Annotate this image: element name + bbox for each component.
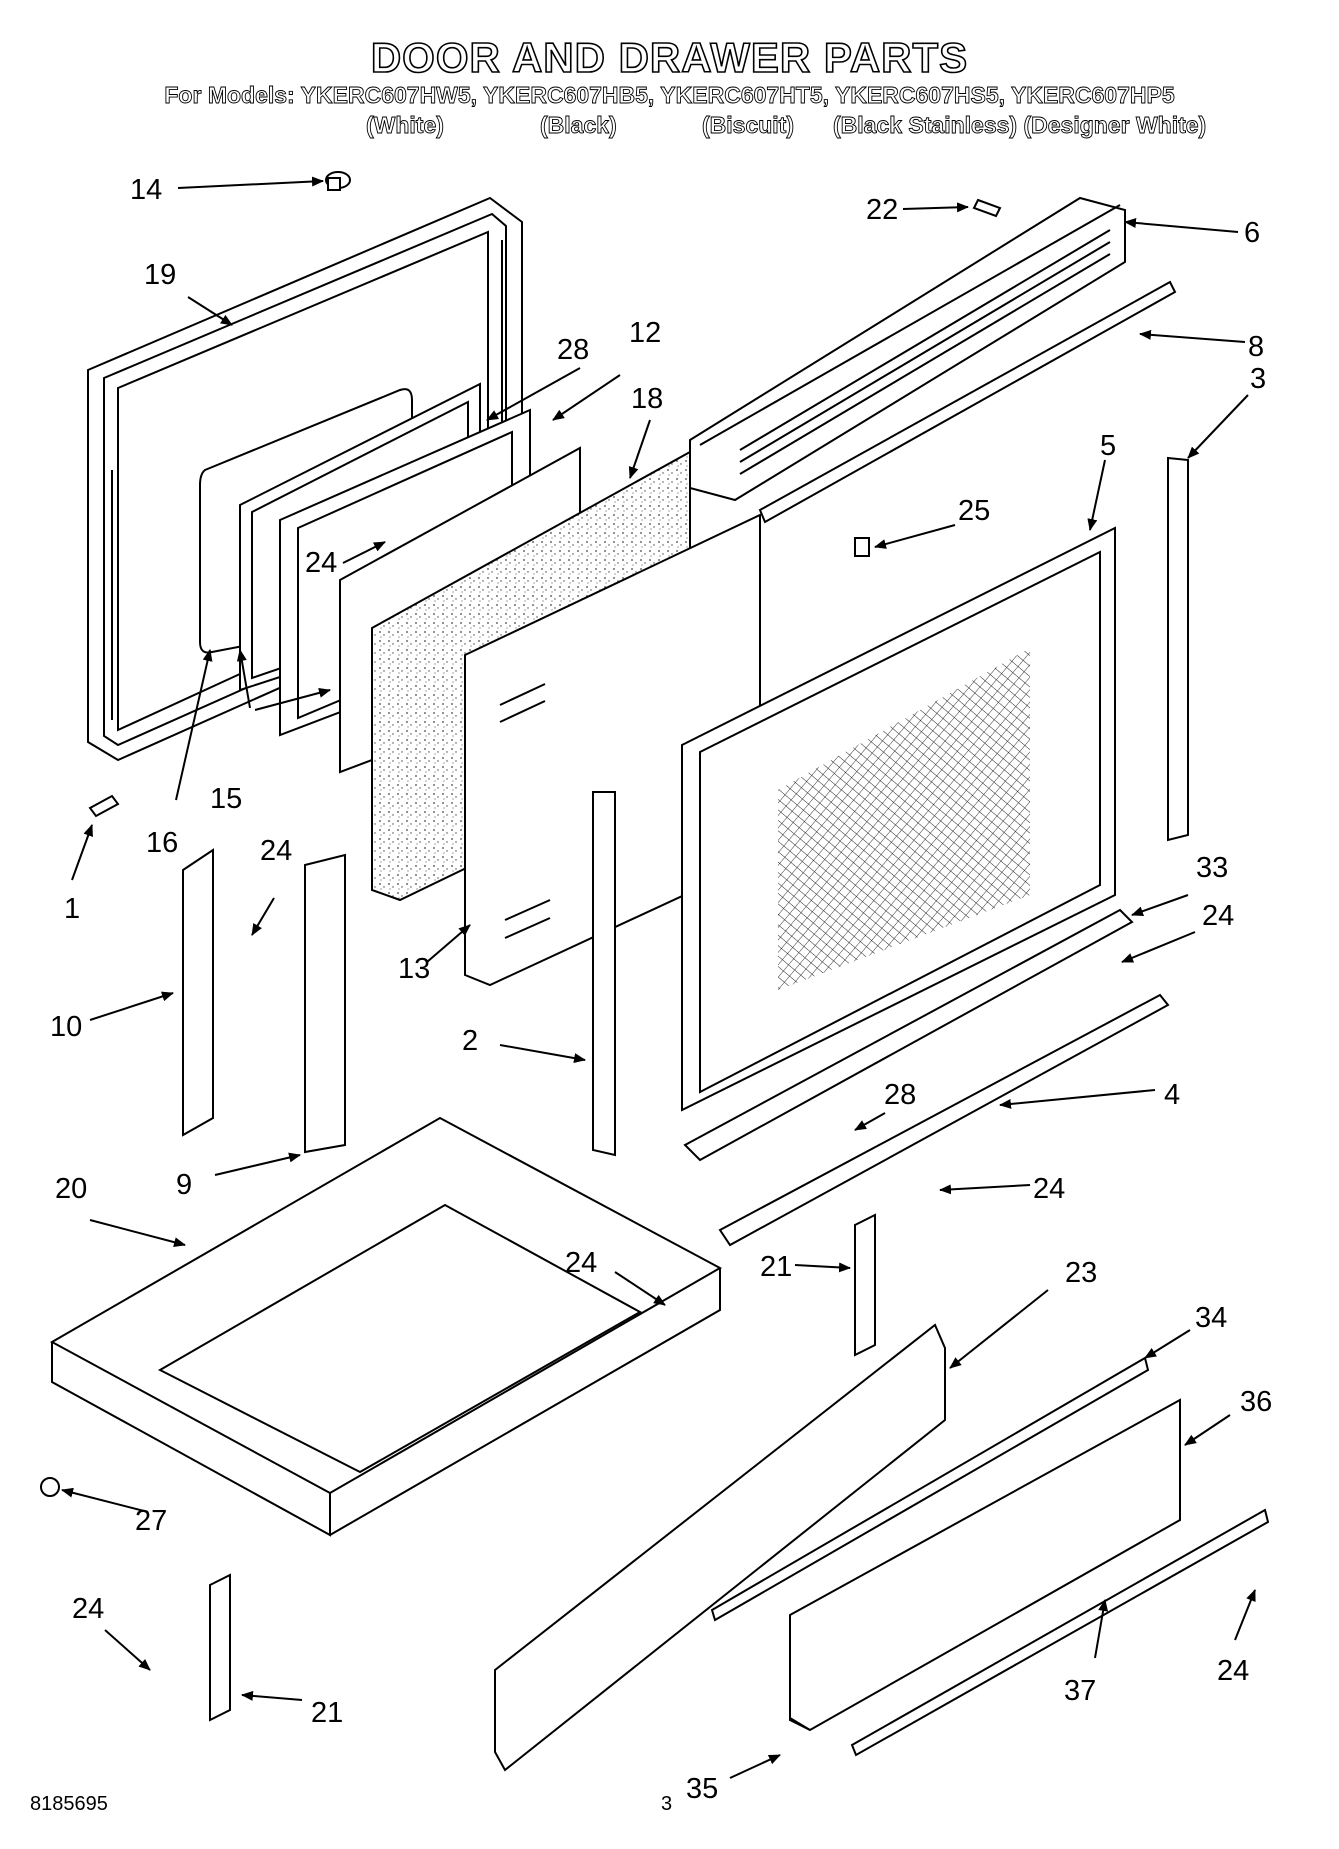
plug-part-14 bbox=[325, 171, 351, 191]
outer-door-part-5 bbox=[681, 526, 1116, 1112]
trim-part-37 bbox=[850, 1508, 1270, 1757]
callout-24-bottom: 24 bbox=[1033, 1173, 1065, 1205]
callout-22: 22 bbox=[866, 194, 898, 226]
callout-34: 34 bbox=[1195, 1302, 1227, 1334]
clip-part-1 bbox=[88, 794, 120, 818]
callout-21-upper: 21 bbox=[760, 1251, 792, 1283]
callout-14: 14 bbox=[130, 174, 162, 206]
drawer-front-part-23 bbox=[494, 1323, 946, 1772]
bottom-rail-part-33 bbox=[683, 908, 1134, 1162]
color-label-white: (White) bbox=[366, 112, 445, 139]
page-number: 3 bbox=[661, 1793, 673, 1815]
callout-23: 23 bbox=[1065, 1257, 1097, 1289]
stop-part-27 bbox=[40, 1477, 60, 1497]
vent-panel-part-6 bbox=[689, 196, 1126, 502]
glass-part-35 bbox=[789, 1690, 811, 1731]
handle-part-8 bbox=[758, 280, 1177, 524]
callout-15: 15 bbox=[210, 783, 242, 815]
callout-1: 1 bbox=[64, 893, 80, 925]
callout-24-hinge: 24 bbox=[260, 835, 292, 867]
models-line: For Models: YKERC607HW5, YKERC607HB5, YK… bbox=[164, 82, 1175, 109]
callout-37: 37 bbox=[1064, 1675, 1096, 1707]
callout-24-drawer: 24 bbox=[565, 1247, 597, 1279]
callout-28-upper: 28 bbox=[557, 334, 589, 366]
part-number: 8185695 bbox=[30, 1793, 108, 1815]
callout-24-rail: 24 bbox=[1202, 900, 1234, 932]
screw-part-22 bbox=[972, 198, 1002, 218]
color-label-biscuit: (Biscuit) bbox=[702, 112, 795, 139]
page-title: DOOR AND DRAWER PARTS bbox=[370, 33, 969, 82]
callout-28-lower: 28 bbox=[884, 1079, 916, 1111]
callout-9: 9 bbox=[176, 1169, 192, 1201]
callout-35: 35 bbox=[686, 1773, 718, 1805]
callout-24-trim: 24 bbox=[1217, 1655, 1249, 1687]
callout-33: 33 bbox=[1196, 852, 1228, 884]
color-label-black: (Black) bbox=[540, 112, 618, 139]
callout-19: 19 bbox=[144, 259, 176, 291]
drawer-part-20 bbox=[49, 1116, 723, 1537]
callout-25: 25 bbox=[958, 495, 990, 527]
callout-36: 36 bbox=[1240, 1386, 1272, 1418]
trim-part-34 bbox=[710, 1356, 1150, 1622]
clip-part-25 bbox=[854, 537, 870, 557]
callout-2: 2 bbox=[462, 1025, 478, 1057]
hinge-part-10 bbox=[182, 848, 214, 1137]
drawer-slide-part-21-lower bbox=[209, 1573, 231, 1722]
color-label-stainless-designer: (Black Stainless) (Designer White) bbox=[833, 112, 1207, 139]
callout-13: 13 bbox=[398, 953, 430, 985]
callout-20: 20 bbox=[55, 1173, 87, 1205]
side-trim-part-3 bbox=[1167, 456, 1189, 842]
callout-6: 6 bbox=[1244, 217, 1260, 249]
spacer-part-9 bbox=[304, 853, 346, 1154]
callout-24-slide: 24 bbox=[72, 1593, 104, 1625]
callout-4: 4 bbox=[1164, 1079, 1180, 1111]
drawer-slide-part-21-upper bbox=[854, 1213, 876, 1357]
bottom-rail-part-4 bbox=[718, 993, 1170, 1247]
callout-18: 18 bbox=[631, 383, 663, 415]
callout-12: 12 bbox=[629, 317, 661, 349]
callout-5: 5 bbox=[1100, 430, 1116, 462]
callout-24-door: 24 bbox=[305, 547, 337, 579]
leader-arrows bbox=[61, 176, 1256, 1779]
callout-16: 16 bbox=[146, 827, 178, 859]
callout-3: 3 bbox=[1250, 363, 1266, 395]
side-trim-part-2 bbox=[592, 791, 616, 1157]
callout-8: 8 bbox=[1248, 331, 1264, 363]
callout-21-lower: 21 bbox=[311, 1697, 343, 1729]
callout-10: 10 bbox=[50, 1011, 82, 1043]
callout-27: 27 bbox=[135, 1505, 167, 1537]
